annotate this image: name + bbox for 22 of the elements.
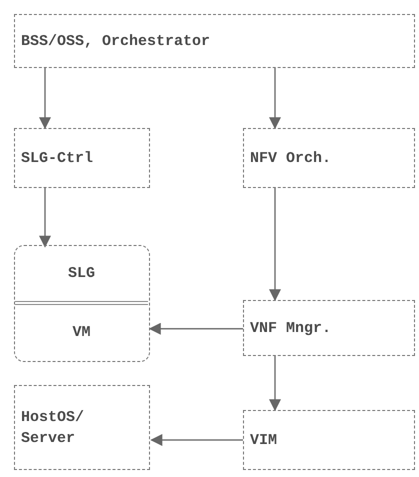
- process-box: [14, 128, 150, 188]
- process-box: [243, 128, 415, 188]
- box-label: VM: [71, 323, 92, 343]
- process-box: [14, 14, 415, 68]
- box-label: SLG-Ctrl: [20, 148, 94, 168]
- box-label: NFV Orch.: [249, 148, 332, 168]
- process-box: [243, 300, 415, 356]
- arrow: [39, 188, 51, 248]
- arrow: [150, 434, 243, 446]
- box-label: SLG: [66, 264, 96, 284]
- box-label: HostOS/ Server: [20, 408, 86, 448]
- process-box: [243, 410, 415, 470]
- box-label: VIM: [249, 430, 278, 450]
- box-label: VNF Mngr.: [249, 318, 332, 338]
- arrow: [148, 322, 243, 335]
- process-box: [14, 385, 150, 470]
- arrow: [269, 356, 281, 412]
- arrow: [269, 68, 281, 130]
- box-label: BSS/OSS, Orchestrator: [20, 32, 212, 52]
- arrow: [269, 188, 281, 302]
- arrow: [39, 68, 51, 130]
- container-box: [14, 245, 150, 362]
